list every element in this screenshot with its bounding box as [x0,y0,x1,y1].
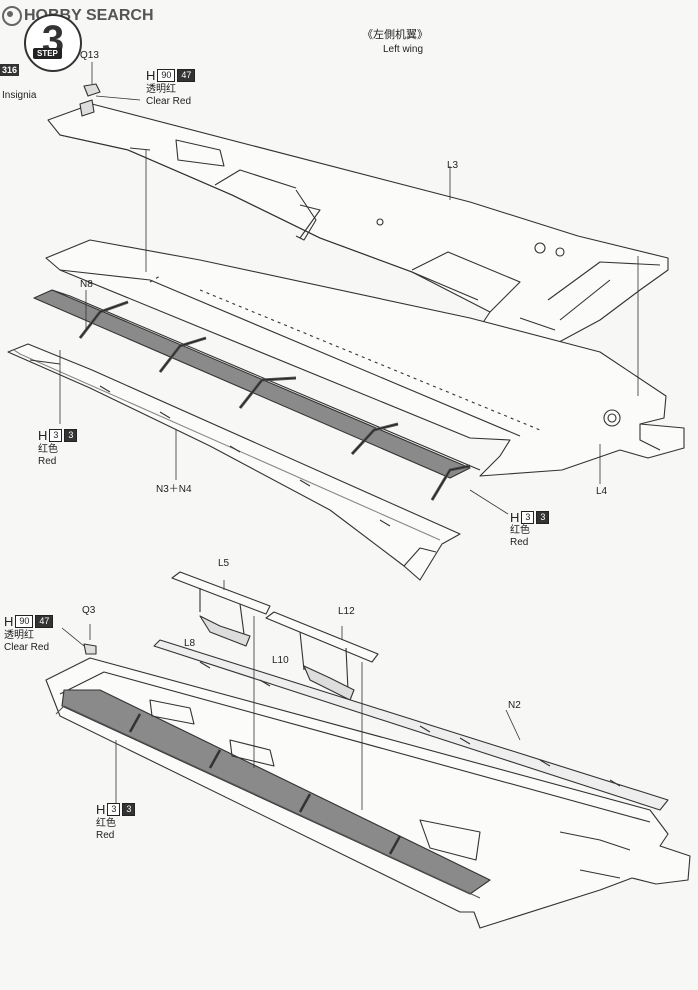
paint-clear-red-top: H 90 47 [146,68,196,83]
pylon-part-l12 [265,611,379,701]
side-badge: 316 [0,64,20,76]
circle-logo-icon [2,6,22,26]
paint-code2: 47 [35,615,54,628]
title-chinese: 《左側机翼》 [362,29,428,41]
label-l4: L4 [596,486,608,497]
label-q13: Q13 [80,50,99,61]
paint-clear-red-bottom: H 90 47 [4,614,54,629]
paint-code: 90 [15,615,34,628]
paint-code2: 47 [177,69,196,82]
step-word: STEP [33,48,62,59]
label-l5: L5 [218,558,230,569]
label-n3n4: N3＋N4 [156,484,192,495]
paint-en-red-top-left: Red [38,456,57,467]
insignia-label: Insignia [2,90,37,101]
paint-en-clear-red-top: Clear Red [146,96,192,107]
paint-code2: 3 [64,429,78,442]
label-q3: Q3 [82,605,96,616]
pylon-part-l5 [171,571,271,647]
paint-code2: 3 [536,511,550,524]
wing-part-l4 [45,239,685,477]
paint-cn-red-bottom-left: 红色 [96,818,116,829]
paint-h: H [510,510,520,525]
paint-h: H [146,68,156,83]
step-badge: 3 STEP [24,14,82,72]
paint-en-red-top-right: Red [510,537,529,548]
paint-code2: 3 [122,803,136,816]
label-n2: N2 [508,700,521,711]
paint-code: 3 [107,803,121,816]
paint-en-red-bottom-left: Red [96,830,115,841]
label-l8: L8 [184,638,196,649]
strip-part-n8 [33,289,481,501]
paint-code: 3 [521,511,535,524]
flap-part-n3n4 [7,343,461,581]
leader-lines [59,62,639,810]
paint-red-bottom-left: H 3 3 [96,802,136,817]
paint-en-clear-red-bottom: Clear Red [4,642,50,653]
part-q13-shape [83,83,101,97]
paint-h: H [96,802,106,817]
paint-cn-red-top-right: 红色 [510,525,530,536]
paint-red-top-right: H 3 3 [510,510,550,525]
paint-cn-red-top-left: 红色 [38,444,58,455]
paint-red-top-left: H 3 3 [38,428,78,443]
strip-part-n2 [153,639,669,811]
title-english: Left wing [383,44,424,55]
label-l12: L12 [338,606,355,617]
wing-part-bottom [45,657,691,929]
label-n8: N8 [80,279,93,290]
label-l10: L10 [272,655,289,666]
paint-code: 3 [49,429,63,442]
paint-h: H [4,614,14,629]
paint-h: H [38,428,48,443]
paint-cn-clear-red-bottom: 透明红 [4,630,34,641]
part-q3-shape [83,643,97,655]
label-l3: L3 [447,160,459,171]
wing-part-l3 [47,99,669,349]
paint-cn-clear-red-top: 透明红 [146,84,176,95]
paint-code: 90 [157,69,176,82]
